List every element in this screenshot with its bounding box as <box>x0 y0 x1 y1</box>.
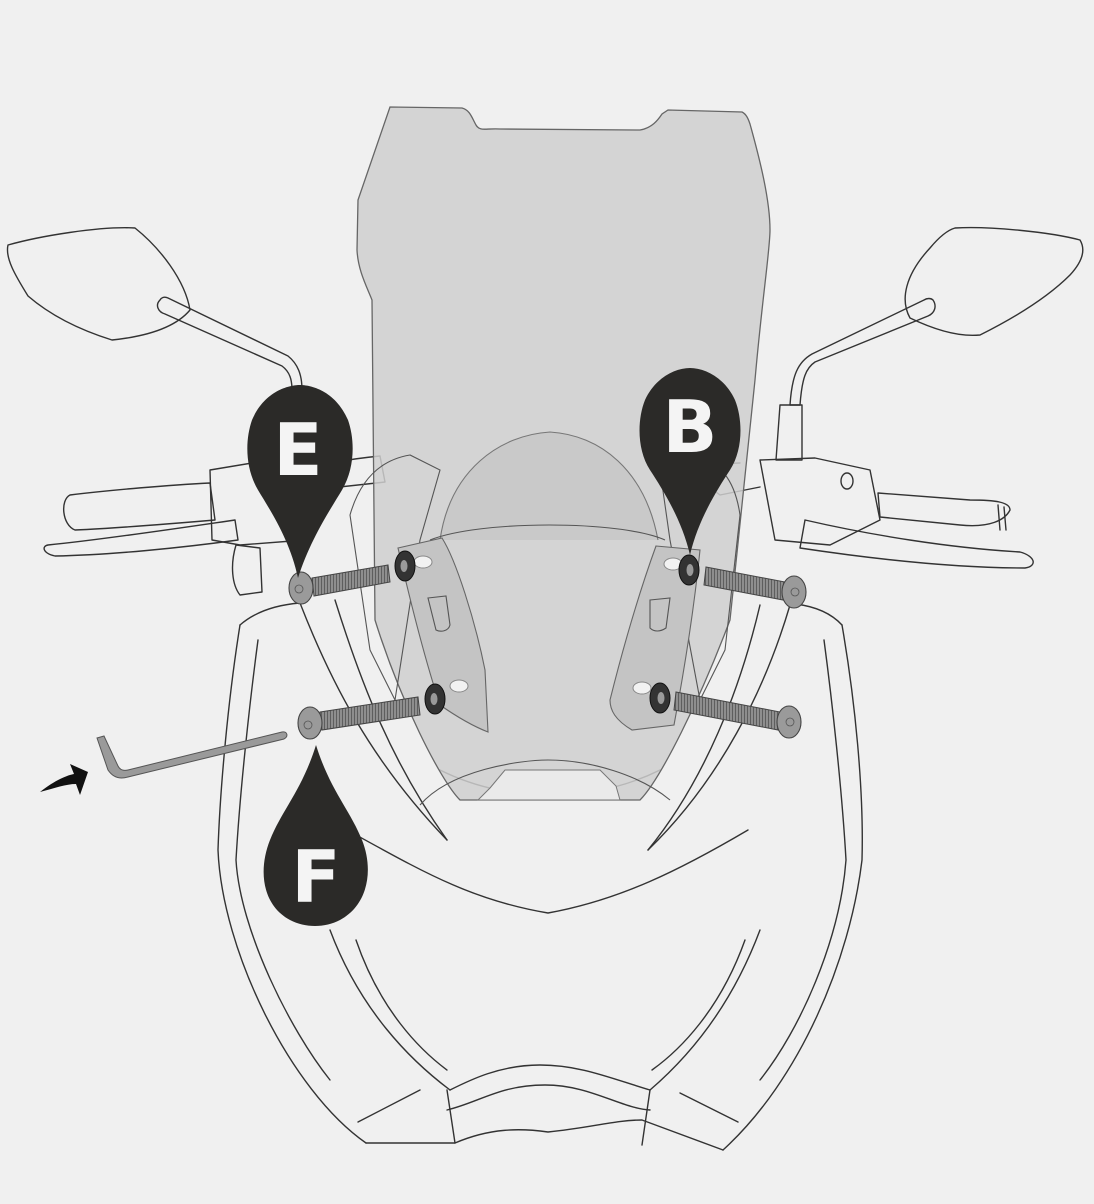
callout-e: E <box>247 385 353 578</box>
left-bracket <box>397 537 489 733</box>
callout-e-label: E <box>273 408 322 492</box>
bolt-lower-right <box>673 691 802 739</box>
callout-b: B <box>639 368 741 555</box>
washer-upper-right <box>678 554 700 586</box>
front-fairing <box>217 599 863 1151</box>
right-bracket <box>609 545 701 731</box>
washer-upper-left <box>394 550 416 582</box>
callout-b-label: B <box>663 385 718 469</box>
right-handlebar <box>699 457 1034 569</box>
washer-lower-left <box>424 683 446 715</box>
callout-f-label: F <box>291 835 340 919</box>
left-mirror <box>6 227 303 391</box>
right-mirror <box>775 226 1084 461</box>
callout-f: F <box>263 745 368 926</box>
washer-lower-right <box>649 682 671 714</box>
hex-key-tool <box>96 731 288 779</box>
bolt-upper-left <box>288 564 391 605</box>
bolt-upper-right <box>703 566 807 609</box>
rotation-arrow-icon <box>40 764 88 795</box>
bolt-lower-left <box>297 696 421 740</box>
